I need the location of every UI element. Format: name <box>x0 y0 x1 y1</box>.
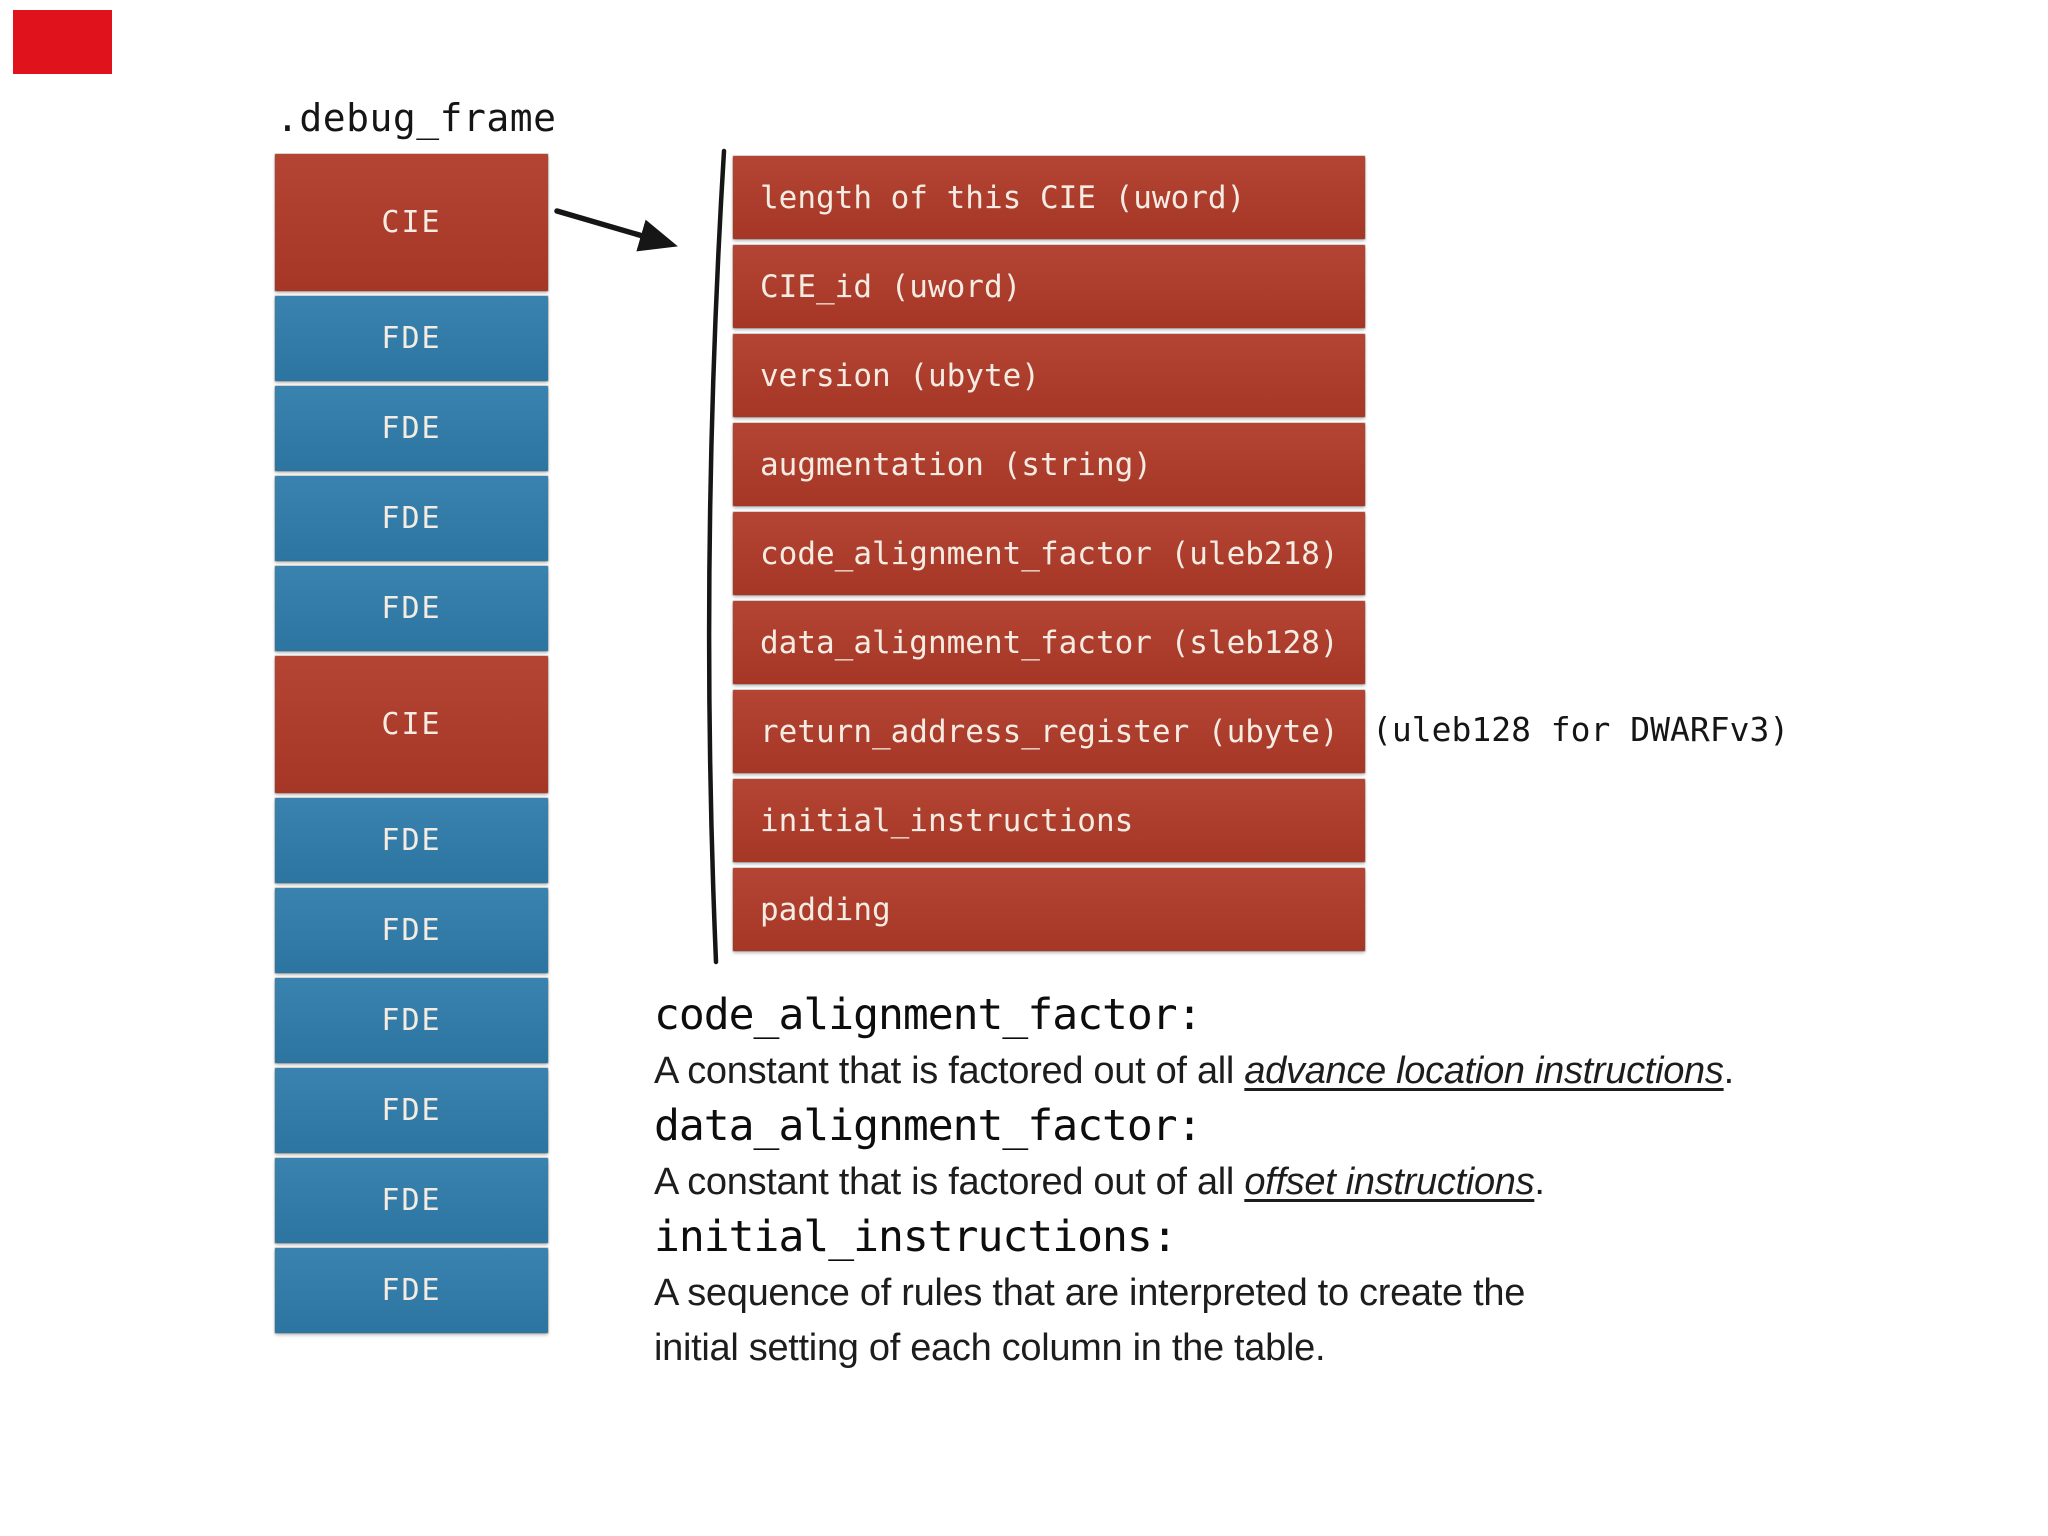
note-text-run: A constant that is factored out of all <box>654 1160 1245 1203</box>
uleb128-annotation: (uleb128 for DWARFv3) <box>1372 710 1790 749</box>
cie-field-row: version (ubyte) <box>733 334 1365 417</box>
note-emphasis-phrase: offset instructions <box>1244 1160 1535 1203</box>
note-term: data_alignment_factor: <box>654 1101 1203 1151</box>
cie-expansion-arrow <box>554 208 678 252</box>
cie-field-row: data_alignment_factor (sleb128) <box>733 601 1365 684</box>
cie-field-row: return_address_register (ubyte) <box>733 690 1365 773</box>
cie-field-row: augmentation (string) <box>733 423 1365 506</box>
note-text-run: . <box>1534 1160 1545 1203</box>
stack-block-cie: CIE <box>275 656 548 793</box>
cie-field-row: initial_instructions <box>733 779 1365 862</box>
stack-block-fde: FDE <box>275 798 548 883</box>
note-emphasis-phrase: advance location instructions <box>1244 1049 1724 1092</box>
stack-block-fde: FDE <box>275 566 548 651</box>
note-term: code_alignment_factor: <box>654 990 1203 1040</box>
stack-block-fde: FDE <box>275 978 548 1063</box>
note-definition-line: initial setting of each column in the ta… <box>654 1321 1994 1377</box>
section-title: .debug_frame <box>276 96 557 140</box>
definitions-block: code_alignment_factor:A constant that is… <box>654 988 1994 1377</box>
stack-block-fde: FDE <box>275 386 548 471</box>
cie-field-row: CIE_id (uword) <box>733 245 1365 328</box>
cie-field-row: code_alignment_factor (uleb218) <box>733 512 1365 595</box>
red-marker-square <box>13 10 112 74</box>
note-text-run: A sequence of rules that are interpreted… <box>654 1271 1526 1314</box>
stack-block-cie: CIE <box>275 154 548 291</box>
cie-field-row: length of this CIE (uword) <box>733 156 1365 239</box>
note-text-run: . <box>1723 1049 1735 1092</box>
cie-field-row: padding <box>733 868 1365 951</box>
stack-block-fde: FDE <box>275 1248 548 1333</box>
note-definition-line: A constant that is factored out of all a… <box>654 1044 1994 1100</box>
stack-block-fde: FDE <box>275 476 548 561</box>
brace-curve <box>706 148 727 965</box>
stack-block-fde: FDE <box>275 888 548 973</box>
stack-block-fde: FDE <box>275 296 548 381</box>
note-definition-line: A constant that is factored out of all o… <box>654 1155 1994 1211</box>
stack-block-fde: FDE <box>275 1068 548 1153</box>
note-text-run: initial setting of each column in the ta… <box>654 1327 1326 1369</box>
note-definition-line: A sequence of rules that are interpreted… <box>654 1266 1994 1322</box>
note-text-run: A constant that is factored out of all <box>654 1049 1245 1092</box>
stack-block-fde: FDE <box>275 1158 548 1243</box>
note-term: initial_instructions: <box>654 1212 1178 1262</box>
